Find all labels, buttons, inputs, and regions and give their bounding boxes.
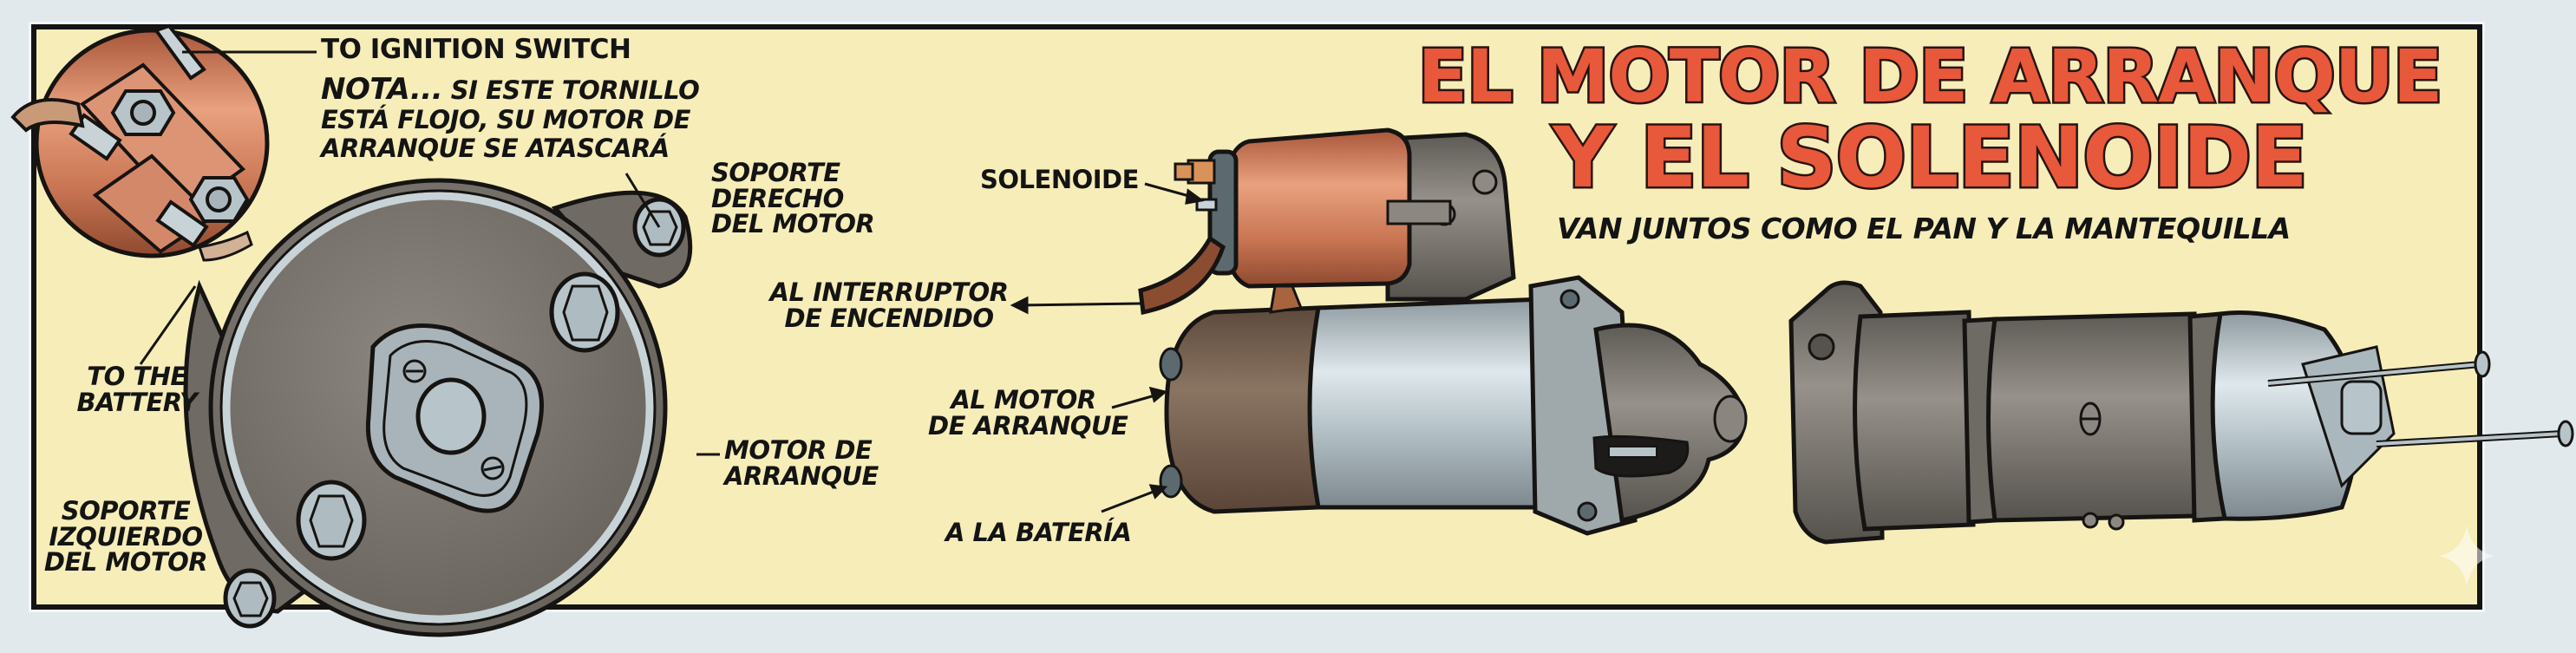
- label-to-the-battery: TO THE BATTERY: [68, 362, 206, 417]
- al-motor-line-2: DE ARRANQUE: [928, 410, 1128, 441]
- to-the-battery-line-2: BATTERY: [76, 387, 198, 417]
- title-line-1: EL MOTOR DE ARRANQUE: [1415, 34, 2445, 119]
- soporte-izquierdo-line-1: SOPORTE: [61, 496, 191, 526]
- page-title: EL MOTOR DE ARRANQUE Y EL SOLENOIDE: [1414, 34, 2446, 206]
- subtitle: VAN JUNTOS COMO EL PAN Y LA MANTEQUILLA: [1557, 212, 2291, 245]
- al-interruptor-line-1: AL INTERRUPTOR: [769, 278, 1009, 307]
- soporte-izquierdo-line-3: DEL MOTOR: [43, 547, 208, 578]
- label-soporte-derecho: SOPORTE DERECHO DEL MOTOR: [711, 158, 875, 239]
- soporte-izquierdo-line-2: IZQUIERDO: [49, 521, 203, 552]
- nota-lead: NOTA...: [321, 72, 443, 107]
- label-soporte-izquierdo: SOPORTE IZQUIERDO DEL MOTOR: [43, 496, 208, 578]
- soporte-derecho-line-1: SOPORTE: [711, 158, 840, 187]
- label-al-interruptor: AL INTERRUPTOR DE ENCENDIDO: [763, 278, 1015, 333]
- nota-line-1: SI ESTE TORNILLO: [450, 75, 700, 105]
- soporte-derecho-line-3: DEL MOTOR: [711, 209, 875, 239]
- label-to-ignition-switch: TO IGNITION SWITCH: [321, 34, 631, 65]
- nota-callout: NOTA... SI ESTE TORNILLO ESTÁ FLOJO, SU …: [321, 72, 700, 163]
- soporte-derecho-line-2: DERECHO: [711, 183, 844, 213]
- sparkle-icon: [2439, 525, 2494, 587]
- al-interruptor-line-2: DE ENCENDIDO: [784, 303, 994, 333]
- label-a-la-bateria: A LA BATERÍA: [945, 518, 1132, 547]
- to-the-battery-line-1: TO THE: [87, 362, 187, 391]
- middle-leader-arrows: [1010, 182, 1205, 513]
- left-leader-lines: [139, 50, 720, 456]
- starter-end-view: [10, 23, 693, 637]
- label-motor-de-arranque: MOTOR DE ARRANQUE: [724, 435, 879, 491]
- starter-assembled: [1138, 127, 1748, 536]
- starter-exploded: [1788, 280, 2574, 545]
- nota-line-2: ESTÁ FLOJO, SU MOTOR DE: [321, 105, 690, 135]
- al-motor-line-1: AL MOTOR: [951, 385, 1096, 415]
- nota-line-3: ARRANQUE SE ATASCARÁ: [321, 133, 670, 163]
- motor-de-arranque-line-1: MOTOR DE: [724, 435, 873, 465]
- motor-de-arranque-line-2: ARRANQUE: [724, 460, 879, 491]
- title-line-2: Y EL SOLENOIDE: [1551, 109, 2311, 206]
- label-al-motor: AL MOTOR DE ARRANQUE: [928, 385, 1128, 441]
- label-solenoide: SOLENOIDE: [980, 165, 1139, 194]
